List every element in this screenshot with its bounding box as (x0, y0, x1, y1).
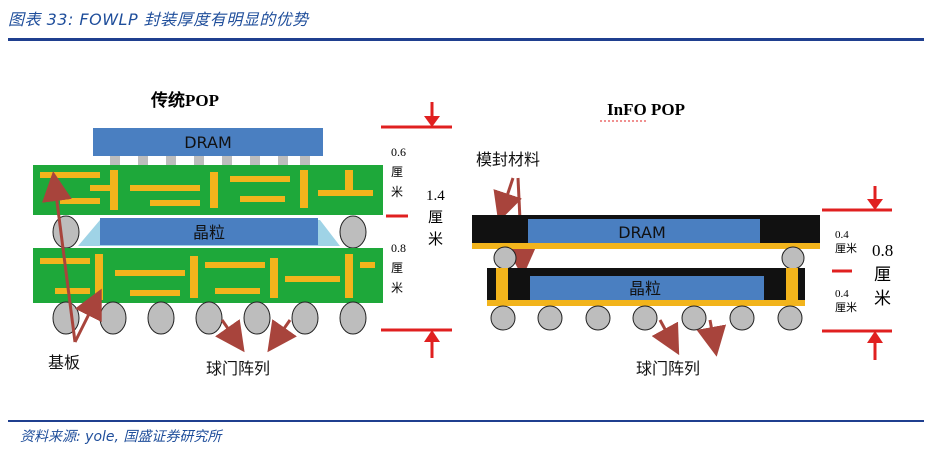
right-dim-top-unit: 厘米 (835, 242, 857, 255)
left-dram-bumps (110, 156, 310, 165)
left-panel: 传统POP DRAM 晶粒 (33, 90, 452, 378)
mold-pointer-1 (493, 177, 522, 223)
right-upper-rdl (472, 243, 820, 249)
left-die-label: 晶粒 (193, 223, 225, 242)
left-dim-top-value: 0.6 (391, 145, 406, 159)
left-interposer-balls (52, 215, 367, 249)
left-dim-total-unit-2: 米 (428, 230, 443, 248)
right-dim-total-unit-2: 米 (874, 289, 891, 309)
right-die-label: 晶粒 (629, 279, 661, 298)
right-heading: InFO POP (607, 100, 685, 119)
left-dim-bottom-unit-1: 厘 (391, 261, 403, 275)
right-dim-total-value: 0.8 (872, 241, 893, 260)
left-dram-label: DRAM (184, 133, 232, 152)
left-die (100, 218, 318, 245)
left-bga-balls (52, 301, 367, 335)
right-dram-chip (528, 219, 760, 243)
right-dimension-arrows (822, 186, 892, 360)
left-dim-bottom-unit-2: 米 (391, 281, 403, 295)
figure-title: 图表 33: FOWLP 封装厚度有明显的优势 (8, 10, 309, 29)
right-dim-bottom-value: 0.4 (835, 288, 849, 300)
substrate-pointer-2 (73, 288, 102, 343)
right-bga-pointer-2 (696, 319, 727, 357)
left-dim-top-unit-2: 米 (391, 185, 403, 199)
left-dimension-arrows (381, 102, 452, 358)
right-interposer-balls (493, 246, 805, 270)
right-dram-label: DRAM (618, 223, 666, 242)
left-bga-pointer-2 (267, 319, 297, 353)
right-dim-top-value: 0.4 (835, 229, 849, 241)
right-die (530, 276, 764, 300)
right-bga-balls (490, 305, 803, 331)
mold-label: 模封材料 (476, 150, 540, 169)
left-dim-bottom-value: 0.8 (391, 241, 406, 255)
left-heading: 传统POP (150, 90, 219, 110)
left-upper-traces (40, 170, 373, 210)
title-rule (8, 38, 924, 41)
right-tiv-right (786, 268, 798, 302)
left-bga-pointer-1 (215, 319, 245, 353)
left-dim-total-value: 1.4 (426, 188, 445, 204)
left-lower-substrate (33, 248, 383, 303)
right-dim-total-unit-1: 厘 (874, 265, 891, 285)
source-rule (8, 420, 924, 422)
substrate-pointer-1 (42, 171, 77, 343)
right-panel: InFO POP 模封材料 DRAM 晶粒 球门阵列 (472, 100, 893, 378)
left-dim-top-unit-1: 厘 (391, 165, 403, 179)
right-dim-bottom-unit: 厘米 (835, 301, 857, 314)
left-dim-total-unit-1: 厘 (428, 208, 443, 226)
substrate-label: 基板 (48, 353, 80, 372)
right-tiv-left (496, 268, 508, 302)
source-note: 资料来源: yole, 国盛证券研究所 (20, 429, 222, 445)
left-bga-label: 球门阵列 (206, 359, 270, 378)
right-bga-pointer-1 (651, 319, 680, 356)
right-lower-rdl (487, 300, 805, 306)
left-dram-chip (93, 128, 323, 156)
right-bga-label: 球门阵列 (636, 359, 700, 378)
